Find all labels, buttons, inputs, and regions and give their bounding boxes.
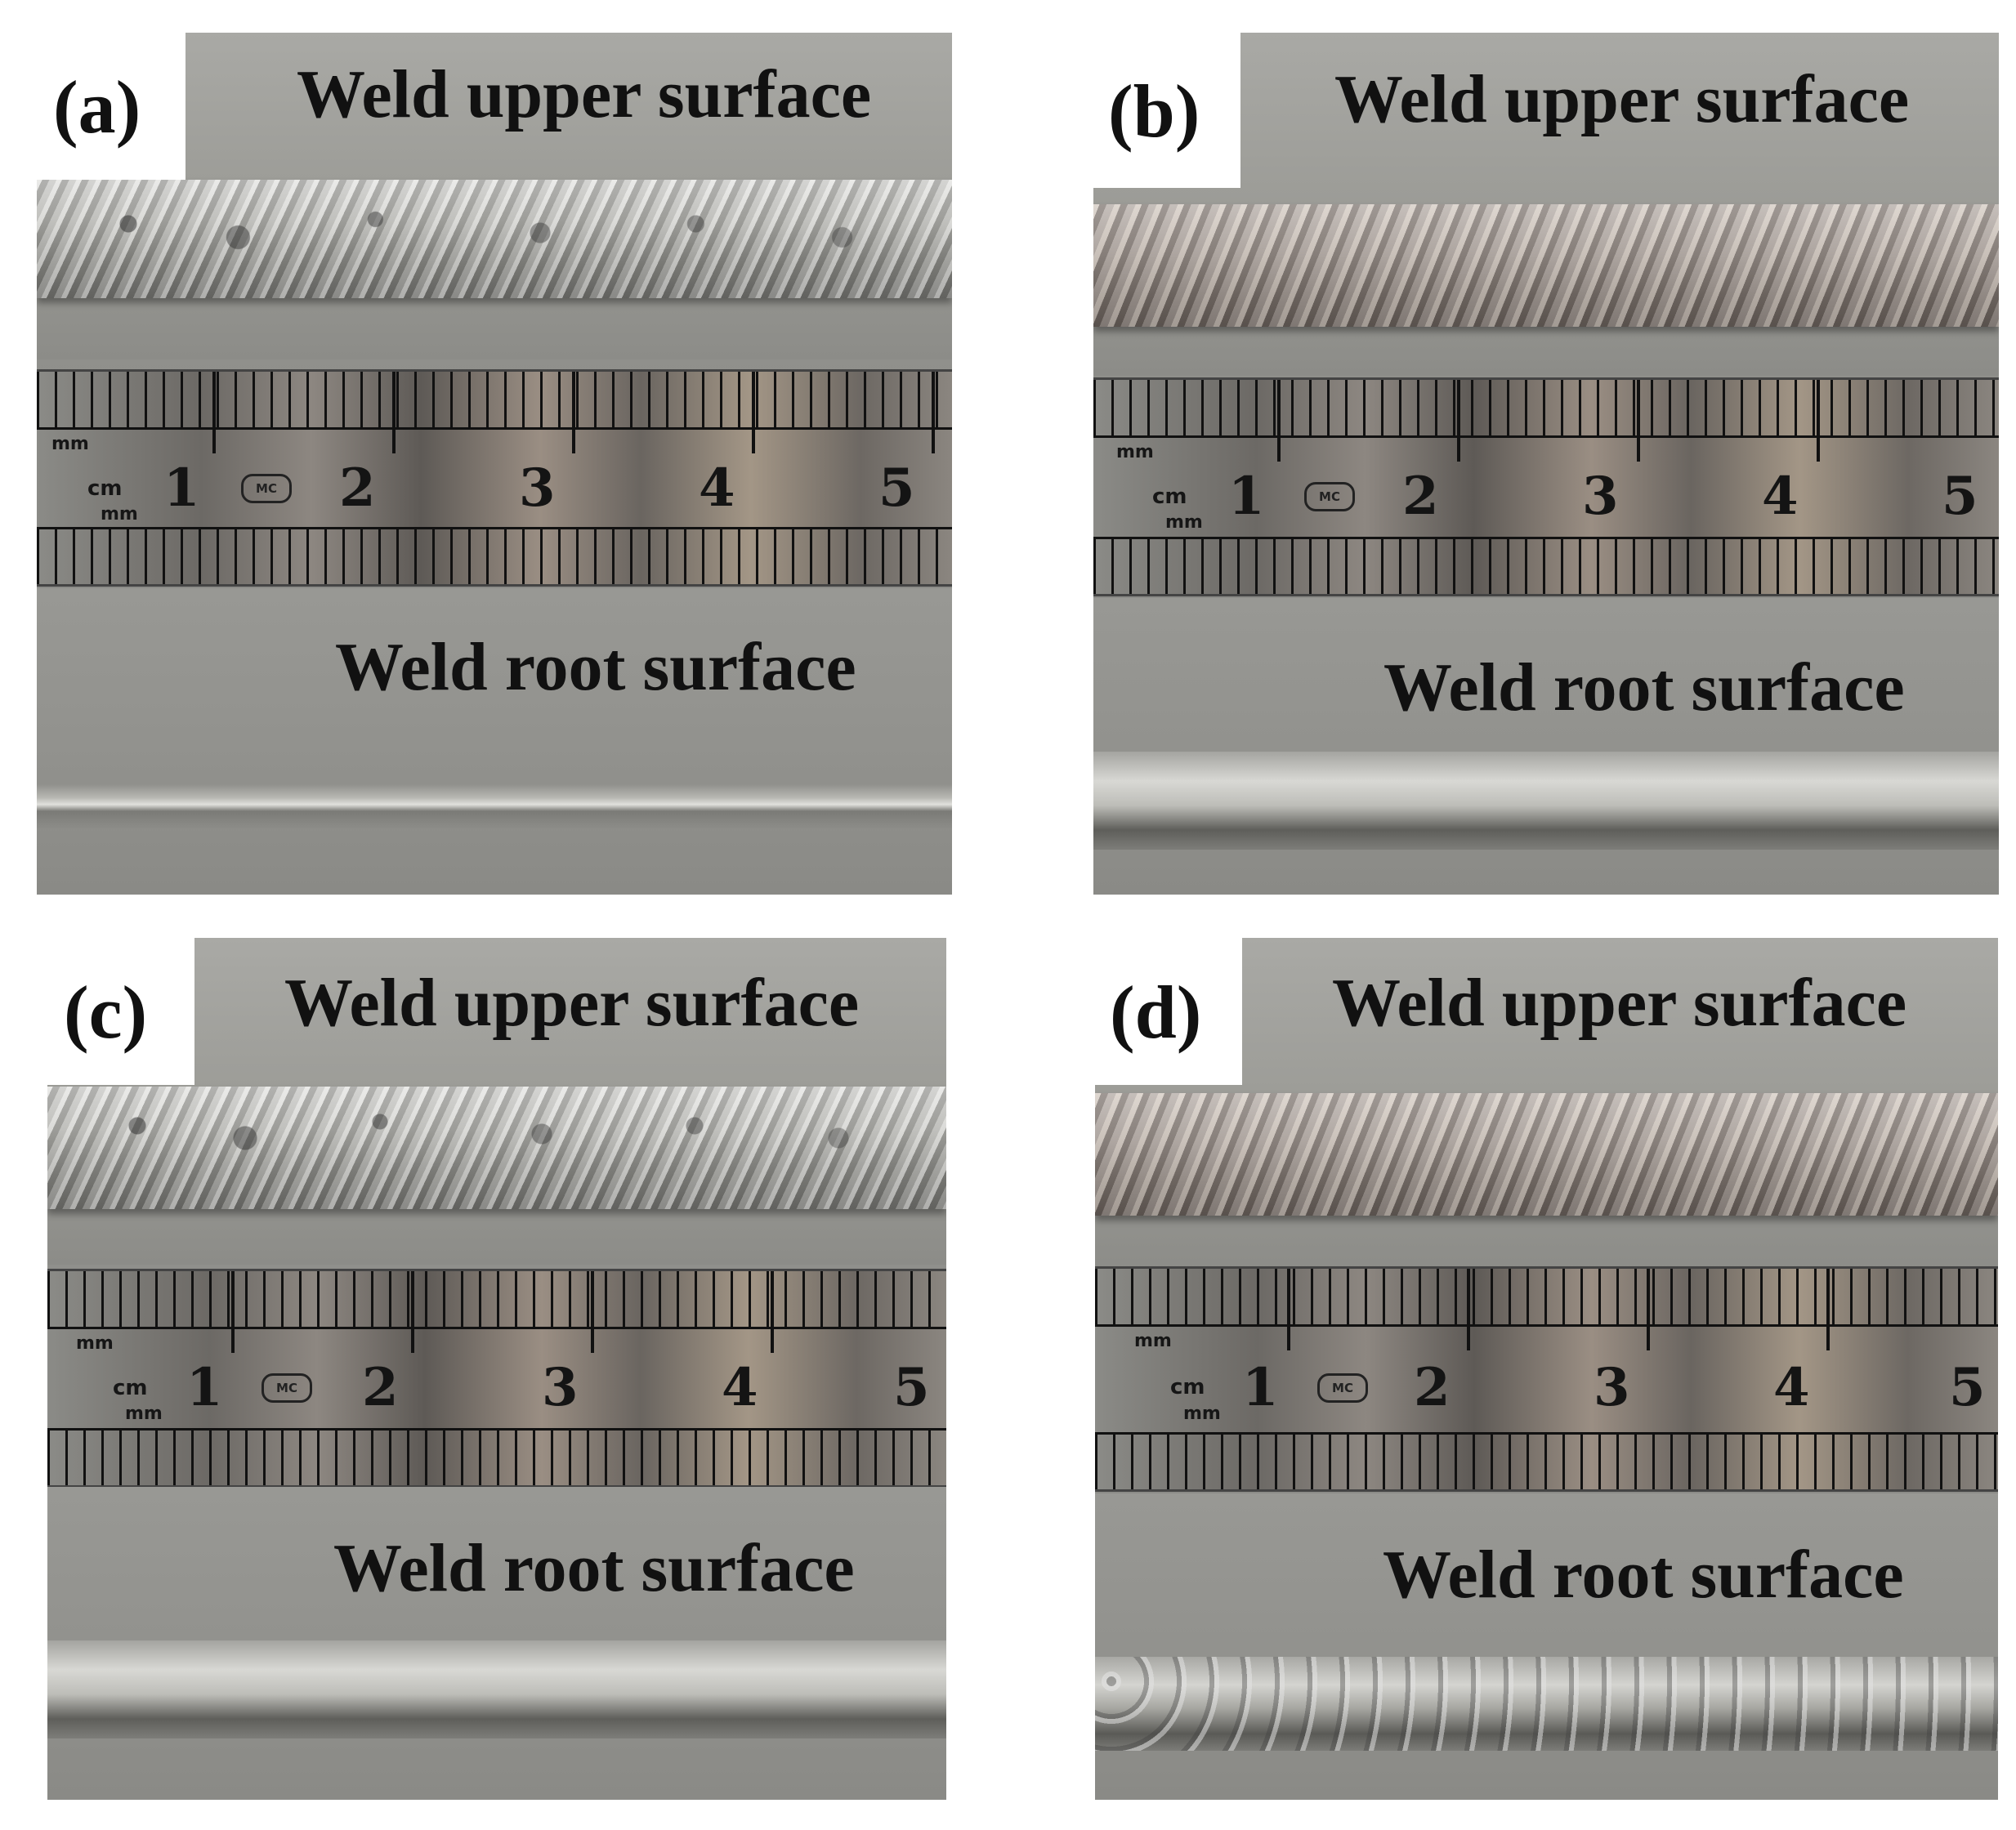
root-plate-a bbox=[37, 588, 952, 895]
mc-logo-icon: MC bbox=[1304, 482, 1355, 511]
ruler-a: mm cm mm 1 MC 2 3 4 5 bbox=[37, 369, 952, 587]
ruler-number-4: 4 bbox=[1762, 466, 1799, 527]
upper-weld-bead-d bbox=[1095, 1093, 1998, 1216]
ruler-number-1: 1 bbox=[1242, 1357, 1279, 1418]
root-surface-caption-c: Weld root surface bbox=[333, 1530, 855, 1606]
mc-logo-icon: MC bbox=[1317, 1373, 1368, 1403]
spatter-a bbox=[37, 188, 952, 278]
ruler-number-3: 3 bbox=[1594, 1357, 1630, 1418]
panel-label-c: (c) bbox=[64, 971, 148, 1054]
ruler-mm-top: mm bbox=[1116, 442, 1154, 462]
ruler-number-1: 1 bbox=[1228, 466, 1265, 527]
upper-surface-caption-a: Weld upper surface bbox=[297, 56, 872, 132]
root-weld-bead-d bbox=[1095, 1657, 1998, 1751]
mc-logo-icon: MC bbox=[261, 1373, 312, 1403]
ruler-number-1: 1 bbox=[186, 1357, 223, 1418]
ruler-mm-bottom: mm bbox=[101, 504, 138, 524]
ruler-number-2: 2 bbox=[1414, 1357, 1451, 1418]
ruler-number-4: 4 bbox=[1773, 1357, 1810, 1418]
ruler-ticks-bottom bbox=[37, 527, 952, 584]
ruler-number-3: 3 bbox=[519, 458, 556, 519]
label-box-d bbox=[1095, 938, 1242, 1085]
panel-label-b: (b) bbox=[1108, 69, 1200, 153]
root-surface-caption-d: Weld root surface bbox=[1383, 1537, 1904, 1613]
root-surface-caption-b: Weld root surface bbox=[1383, 649, 1905, 725]
ruler-number-3: 3 bbox=[542, 1357, 579, 1418]
ruler-number-1: 1 bbox=[163, 458, 200, 519]
ruler-ticks-top bbox=[1095, 1269, 1998, 1327]
ruler-cm: cm bbox=[1170, 1375, 1205, 1399]
ruler-number-4: 4 bbox=[699, 458, 735, 519]
root-weld-bead-b bbox=[1093, 752, 1999, 850]
ruler-ticks-top bbox=[37, 372, 952, 430]
panel-b: mm cm mm 1 MC 2 3 4 5 (b) Weld upper sur… bbox=[1093, 33, 1999, 895]
ruler-b: mm cm mm 1 MC 2 3 4 5 bbox=[1093, 377, 1999, 596]
ruler-number-4: 4 bbox=[722, 1357, 758, 1418]
label-box-c bbox=[47, 938, 194, 1085]
ruler-mm-bottom: mm bbox=[125, 1404, 163, 1424]
ruler-number-5: 5 bbox=[878, 458, 915, 519]
ruler-cm: cm bbox=[1152, 484, 1187, 509]
ruler-cm: cm bbox=[113, 1376, 148, 1400]
ruler-number-2: 2 bbox=[339, 458, 376, 519]
root-weld-bead-a bbox=[37, 784, 952, 829]
ruler-ticks-top bbox=[47, 1271, 946, 1329]
label-box-a bbox=[37, 33, 186, 180]
panel-label-d: (d) bbox=[1110, 971, 1202, 1054]
ruler-ticks-bottom bbox=[47, 1428, 946, 1485]
root-surface-caption-a: Weld root surface bbox=[335, 629, 856, 705]
ruler-mm-top: mm bbox=[1134, 1331, 1172, 1351]
mc-logo-icon: MC bbox=[241, 474, 292, 503]
ruler-ticks-bottom bbox=[1093, 537, 1999, 594]
panel-c: mm cm mm 1 MC 2 3 4 5 (c) Weld upper sur… bbox=[47, 938, 946, 1800]
panel-a: mm cm mm 1 MC 2 3 4 5 (a) Weld upper sur… bbox=[37, 33, 952, 895]
upper-weld-bead-b bbox=[1093, 204, 1999, 327]
panel-d: mm cm mm 1 MC 2 3 4 5 (d) Weld upper sur… bbox=[1095, 938, 1998, 1800]
ruler-mm-top: mm bbox=[51, 434, 89, 454]
ruler-d: mm cm mm 1 MC 2 3 4 5 bbox=[1095, 1266, 1998, 1492]
label-box-b bbox=[1093, 33, 1240, 188]
ruler-ticks-bottom bbox=[1095, 1432, 1998, 1489]
ruler-number-5: 5 bbox=[1942, 466, 1978, 527]
ruler-number-3: 3 bbox=[1582, 466, 1619, 527]
ruler-c: mm cm mm 1 MC 2 3 4 5 bbox=[47, 1269, 946, 1488]
root-plate-b bbox=[1093, 598, 1999, 895]
ruler-number-2: 2 bbox=[1402, 466, 1439, 527]
panel-label-a: (a) bbox=[53, 65, 141, 149]
root-weld-bead-c bbox=[47, 1640, 946, 1738]
ruler-mm-bottom: mm bbox=[1183, 1404, 1221, 1424]
ruler-number-5: 5 bbox=[1949, 1357, 1986, 1418]
ruler-number-5: 5 bbox=[893, 1357, 930, 1418]
upper-surface-caption-c: Weld upper surface bbox=[284, 965, 860, 1041]
ruler-cm: cm bbox=[87, 476, 123, 501]
ruler-number-2: 2 bbox=[362, 1357, 399, 1418]
spatter-c bbox=[47, 1093, 946, 1175]
ruler-mm-top: mm bbox=[76, 1333, 114, 1354]
upper-surface-caption-d: Weld upper surface bbox=[1332, 965, 1907, 1041]
ruler-mm-bottom: mm bbox=[1165, 512, 1203, 533]
upper-surface-caption-b: Weld upper surface bbox=[1334, 61, 1910, 137]
ruler-ticks-top bbox=[1093, 380, 1999, 438]
